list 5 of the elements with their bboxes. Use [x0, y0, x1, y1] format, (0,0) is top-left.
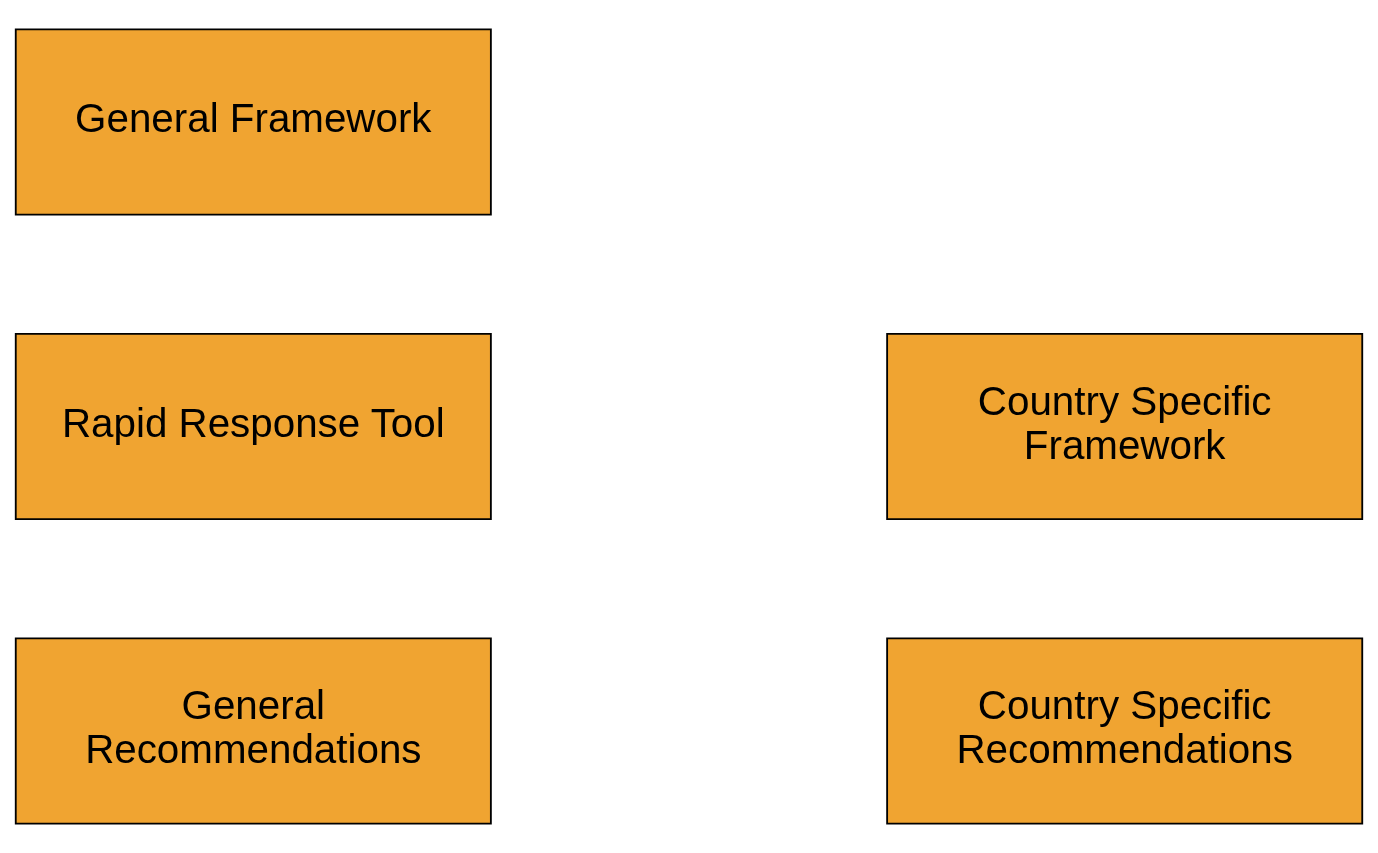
- node-box: Country Specific Recommendations: [886, 637, 1364, 825]
- node-box: General Framework: [14, 28, 492, 216]
- node-box: Rapid Response Tool: [14, 332, 492, 521]
- node-box: General Recommendations: [14, 637, 492, 825]
- node-box: Country Specific Framework: [886, 332, 1364, 521]
